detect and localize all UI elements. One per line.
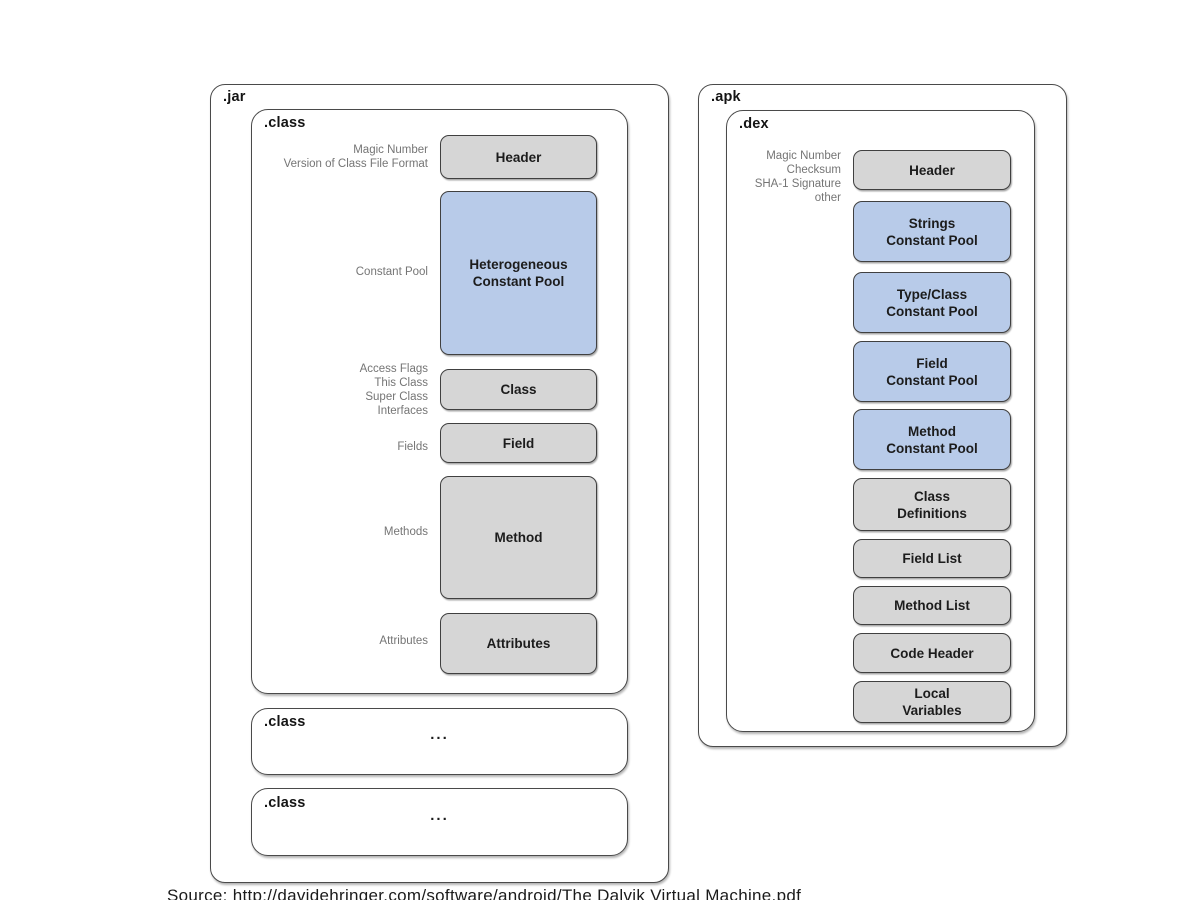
dex-class-definitions-box: Class Definitions	[853, 478, 1011, 531]
class-heterogeneous-constant-pool-box: Heterogeneous Constant Pool	[440, 191, 597, 355]
dex-code-header-box: Code Header	[853, 633, 1011, 673]
class-header-box: Header	[440, 135, 597, 179]
class-collapsed-label-1: .class	[264, 714, 306, 730]
dex-field-constant-pool-box: Field Constant Pool	[853, 341, 1011, 402]
class-field-box: Field	[440, 423, 597, 463]
class-collapsed-label-2: .class	[264, 795, 306, 811]
side-label-magic-number: Magic Number Version of Class File Forma…	[283, 144, 428, 170]
dex-method-constant-pool-box: Method Constant Pool	[853, 409, 1011, 470]
class-method-box: Method	[440, 476, 597, 599]
class-file-label: .class	[264, 115, 306, 131]
side-label-constant-pool: Constant Pool	[355, 266, 428, 278]
dex-label: .dex	[739, 116, 769, 132]
dex-header-box: Header	[853, 150, 1011, 190]
dex-type-class-constant-pool-box: Type/Class Constant Pool	[853, 272, 1011, 333]
source-attribution-text: Source: http://davidehringer.com/softwar…	[167, 886, 802, 900]
class-collapsed-container-1	[251, 708, 628, 775]
dex-strings-constant-pool-box: Strings Constant Pool	[853, 201, 1011, 262]
class-collapsed-container-2	[251, 788, 628, 856]
jar-label: .jar	[223, 89, 246, 105]
class-collapsed-ellipsis-1: ...	[430, 726, 449, 743]
side-label-dex-header: Magic Number Checksum SHA-1 Signature ot…	[754, 150, 841, 204]
class-attributes-box: Attributes	[440, 613, 597, 674]
dex-field-list-box: Field List	[853, 539, 1011, 578]
dex-local-variables-box: Local Variables	[853, 681, 1011, 723]
dex-method-list-box: Method List	[853, 586, 1011, 625]
side-label-attributes: Attributes	[379, 635, 428, 647]
side-label-methods: Methods	[383, 526, 428, 538]
class-collapsed-ellipsis-2: ...	[430, 807, 449, 824]
side-label-fields: Fields	[397, 441, 428, 453]
side-label-access-flags: Access Flags This Class Super Class Inte…	[359, 363, 428, 417]
apk-label: .apk	[711, 89, 741, 105]
class-class-box: Class	[440, 369, 597, 410]
